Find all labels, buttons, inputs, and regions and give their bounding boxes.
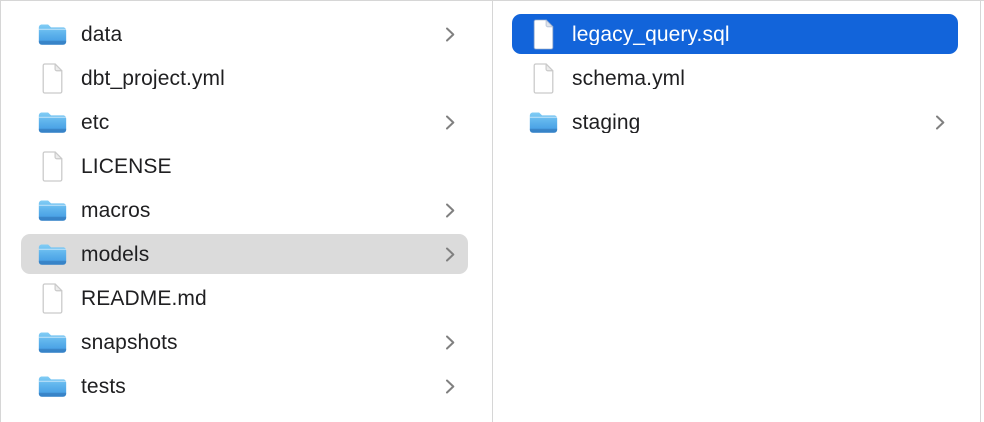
chevron-right-icon <box>436 245 456 264</box>
document-icon <box>35 281 69 315</box>
file-label: tests <box>81 375 126 397</box>
file-row[interactable]: macros <box>21 190 468 230</box>
folder-icon <box>35 369 69 403</box>
file-label: dbt_project.yml <box>81 67 225 89</box>
chevron-right-icon <box>436 333 456 352</box>
folder-icon <box>35 17 69 51</box>
file-row[interactable]: staging <box>512 102 958 142</box>
chevron-right-icon <box>436 113 456 132</box>
file-column-parent: data dbt_project.yml etc LICENSE macros … <box>1 1 493 422</box>
file-row[interactable]: LICENSE <box>21 146 468 186</box>
file-row[interactable]: etc <box>21 102 468 142</box>
document-icon <box>35 149 69 183</box>
file-row[interactable]: tests <box>21 366 468 406</box>
document-icon <box>35 61 69 95</box>
folder-icon <box>526 105 560 139</box>
file-label: models <box>81 243 150 265</box>
file-label: staging <box>572 111 641 133</box>
file-row[interactable]: legacy_query.sql <box>512 14 958 54</box>
file-label: README.md <box>81 287 207 309</box>
file-label: schema.yml <box>572 67 686 89</box>
file-label: snapshots <box>81 331 178 353</box>
folder-icon <box>35 105 69 139</box>
folder-icon <box>35 237 69 271</box>
folder-icon <box>35 325 69 359</box>
file-row[interactable]: data <box>21 14 468 54</box>
chevron-right-icon <box>436 201 456 220</box>
document-icon <box>526 61 560 95</box>
file-label: LICENSE <box>81 155 172 177</box>
chevron-right-icon <box>926 113 946 132</box>
file-row[interactable]: schema.yml <box>512 58 958 98</box>
file-label: data <box>81 23 123 45</box>
file-row[interactable]: dbt_project.yml <box>21 58 468 98</box>
file-column-child: legacy_query.sql schema.yml staging <box>493 1 981 422</box>
file-row[interactable]: snapshots <box>21 322 468 362</box>
file-label: etc <box>81 111 110 133</box>
document-icon <box>526 17 560 51</box>
chevron-right-icon <box>436 25 456 44</box>
file-row[interactable]: models <box>21 234 468 274</box>
folder-icon <box>35 193 69 227</box>
file-row[interactable]: README.md <box>21 278 468 318</box>
file-label: legacy_query.sql <box>572 23 730 45</box>
chevron-right-icon <box>436 377 456 396</box>
file-label: macros <box>81 199 151 221</box>
